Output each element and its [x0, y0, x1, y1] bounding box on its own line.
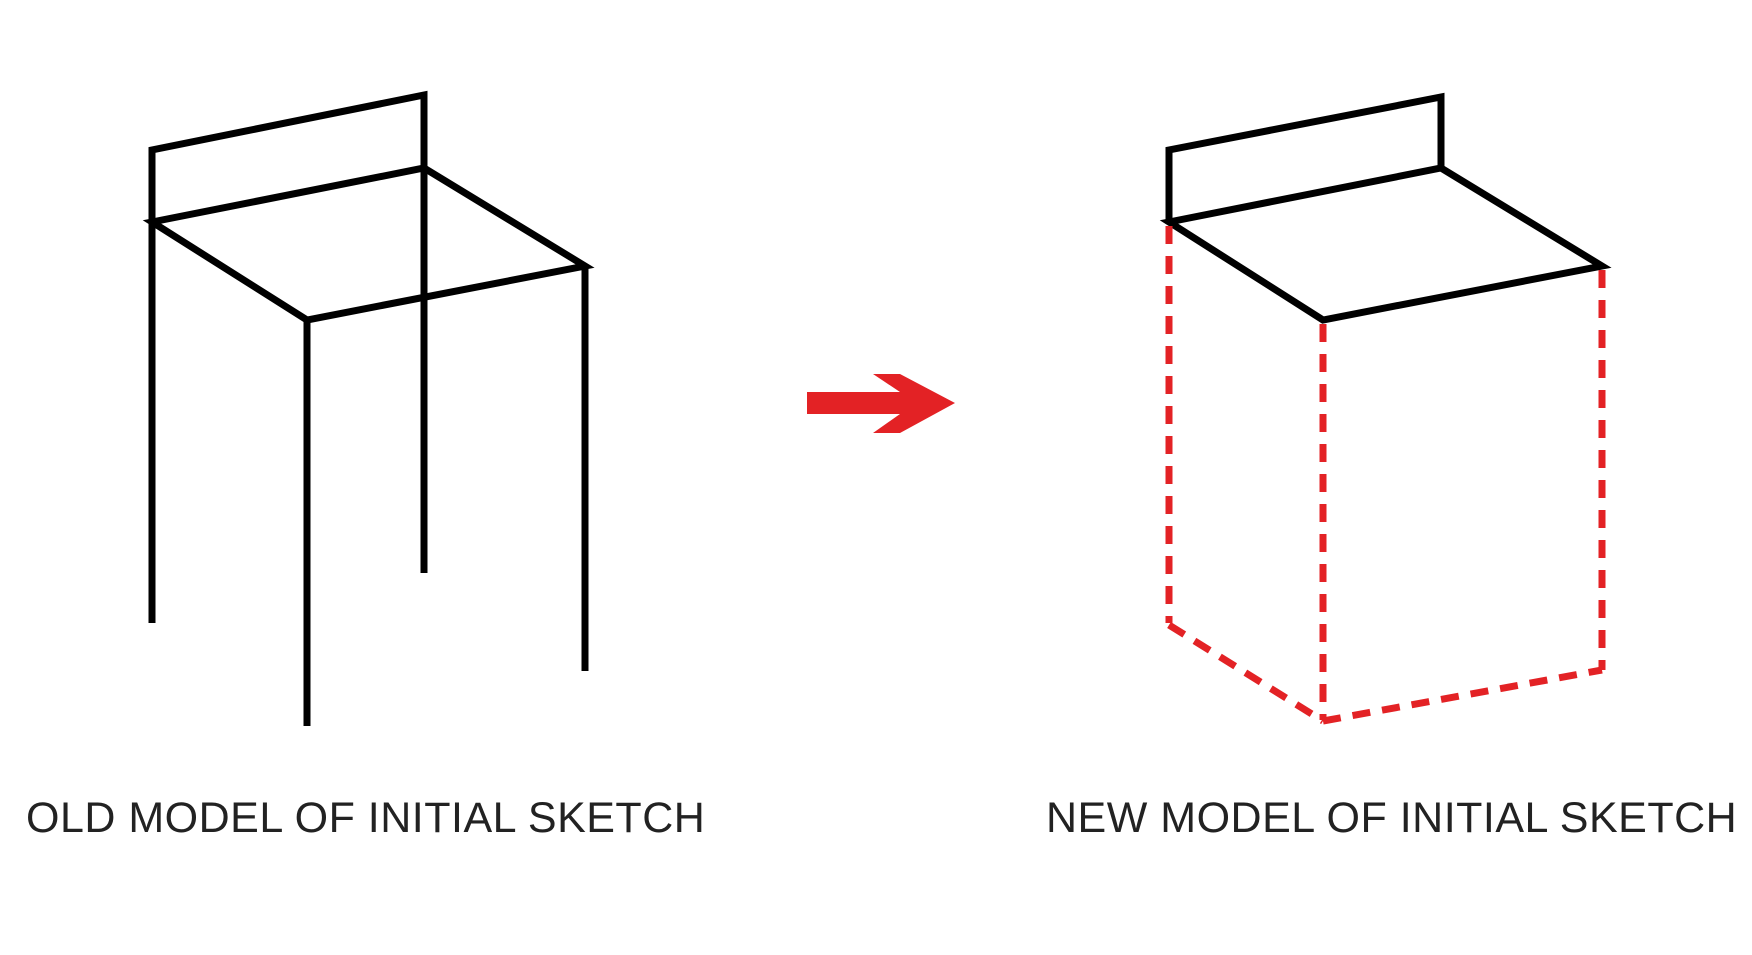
old-model-sketch	[142, 90, 595, 726]
old-model-caption: OLD MODEL OF INITIAL SKETCH	[26, 794, 706, 842]
new-backrest	[1165, 92, 1445, 222]
old-seat	[142, 164, 595, 324]
new-seat-top	[1159, 164, 1612, 324]
old-backrest-frame	[148, 90, 428, 623]
new-dashed-bottom-right-edge	[1322, 666, 1603, 725]
new-model-caption: NEW MODEL OF INITIAL SKETCH	[1046, 794, 1738, 842]
new-dashed-bottom-left-edge	[1167, 622, 1325, 724]
right-arrow-icon	[807, 374, 955, 433]
new-model-sketch	[1159, 92, 1612, 725]
